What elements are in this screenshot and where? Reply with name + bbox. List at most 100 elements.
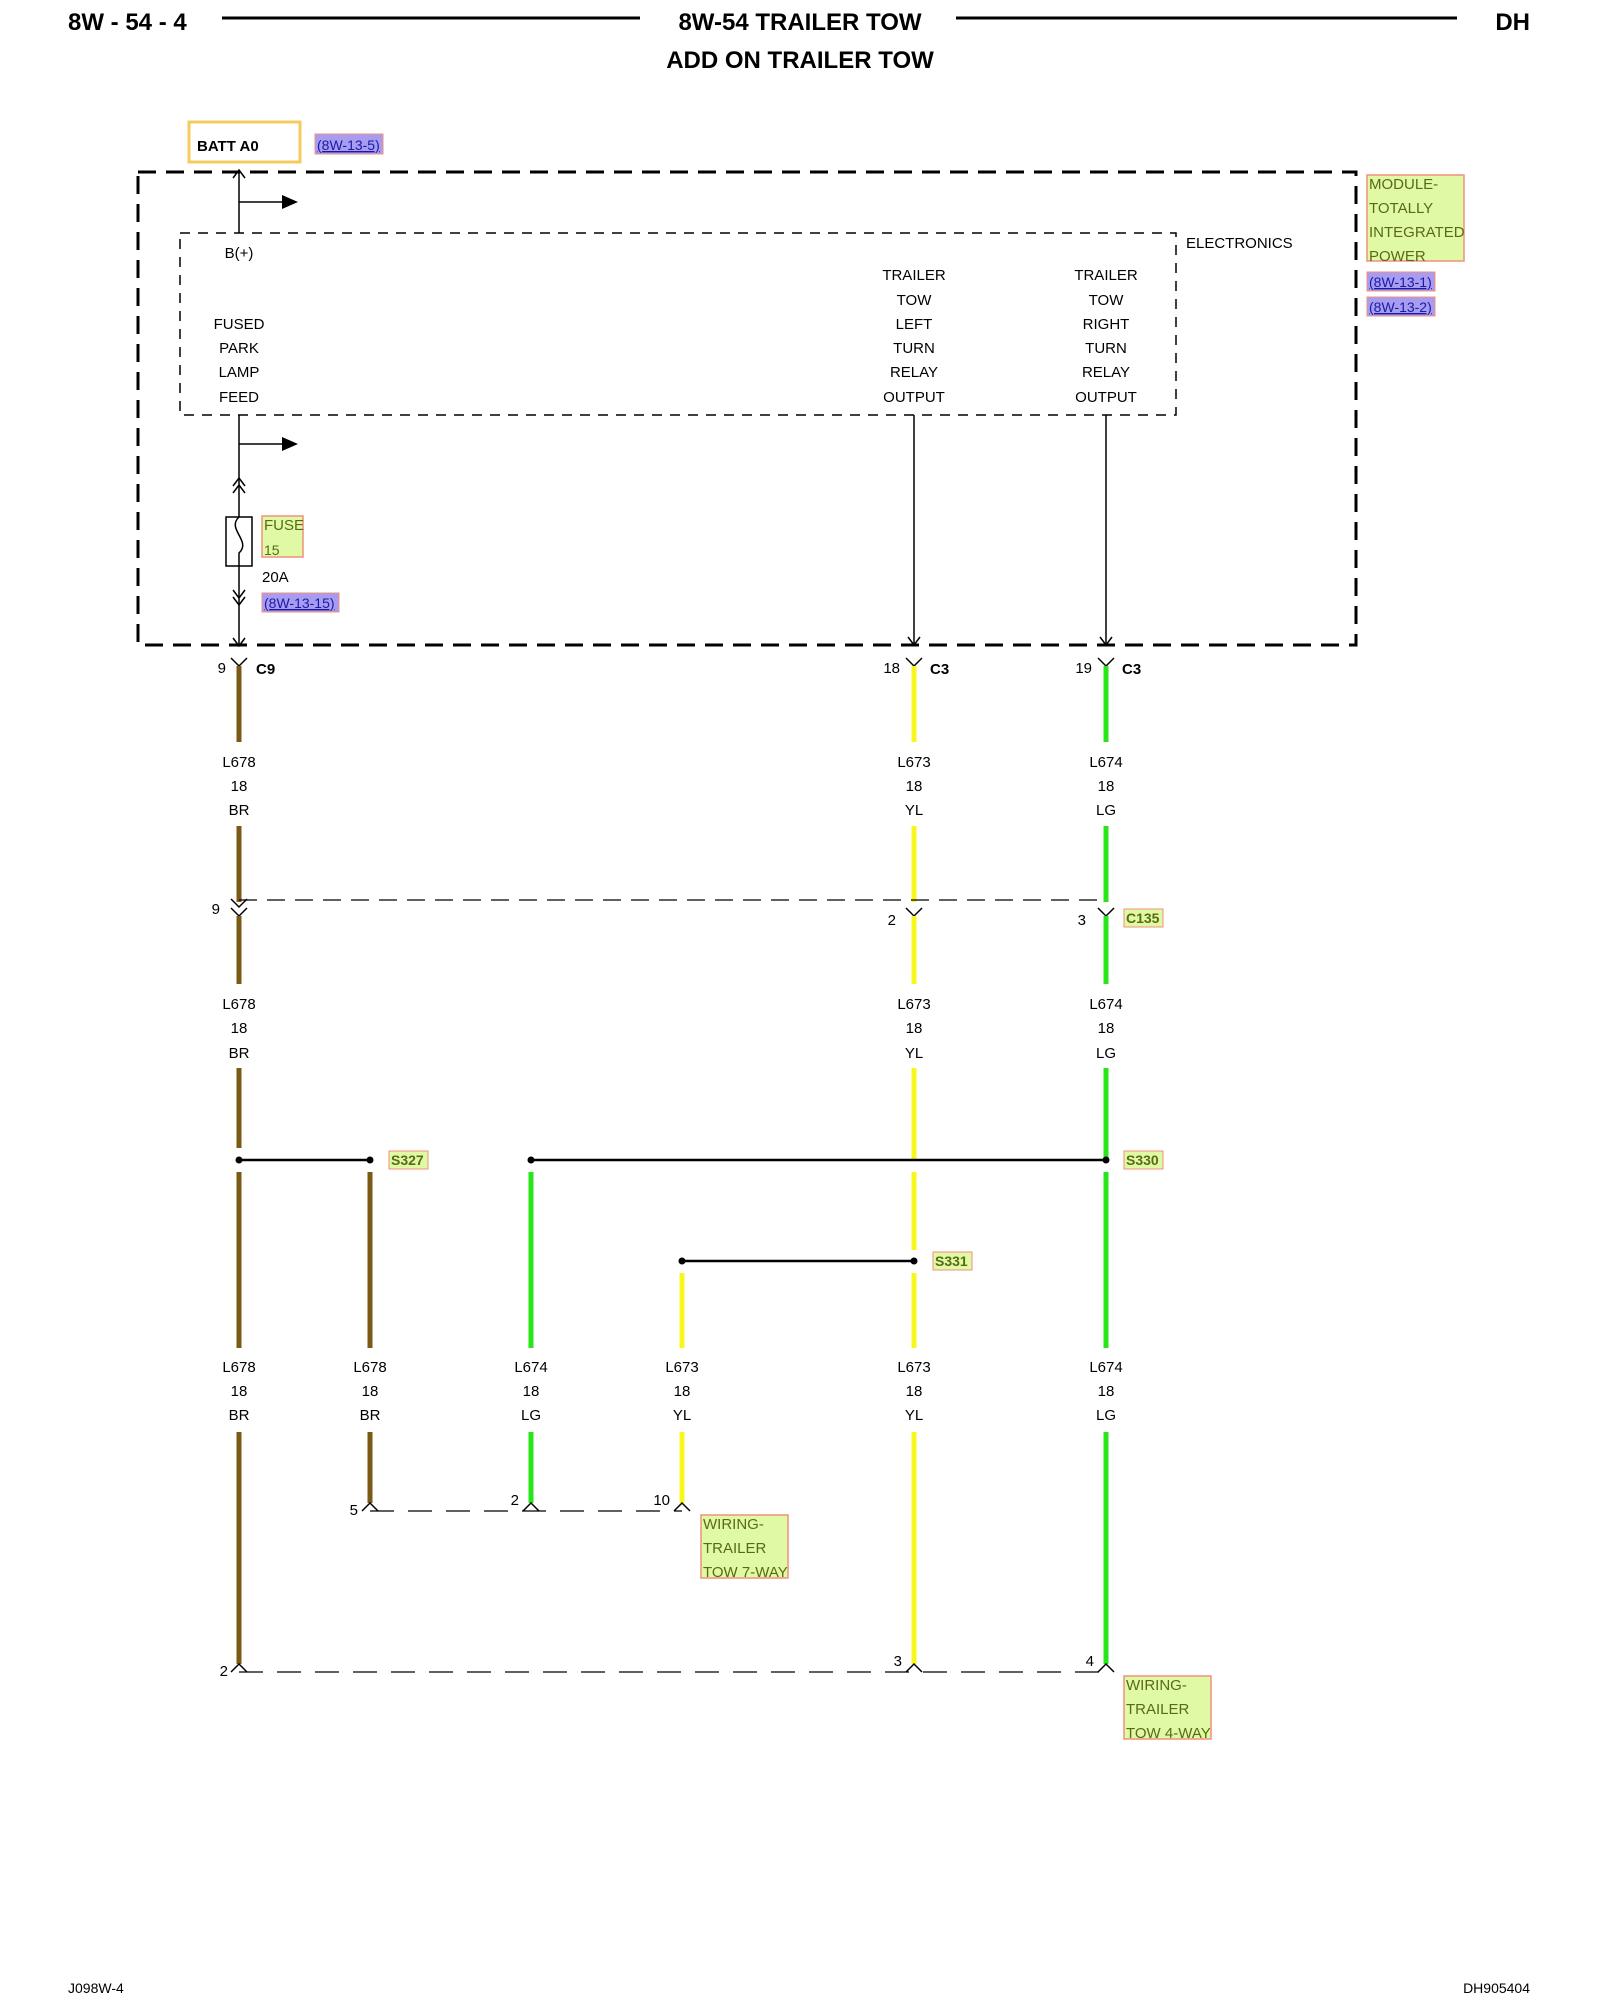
wire-br-mid-color: BR [229,1045,250,1062]
trailer-4way-pin-2: 3 [894,1653,902,1670]
left-output-line-2: TOW [897,292,933,309]
electronics-outline [179,232,1177,416]
connector-c135-icon [230,907,248,918]
wire-lg-low2-circuit: L674 [1089,1359,1122,1376]
trailer-7way-pin-3: 10 [653,1492,670,1509]
left-output-line-1: TRAILER [882,267,946,284]
wire-lg-mid-gauge: 18 [1098,1020,1115,1037]
batt-ref-box[interactable] [314,133,384,155]
wire-lg-top-color: LG [1096,802,1116,819]
wire-br-top-circuit: L678 [222,754,255,771]
fuse-name-line-1: FUSE [264,517,304,534]
right-output-line-1: TRAILER [1074,267,1138,284]
trailer-7way-pin-1: 5 [350,1502,358,1519]
trailer-7way-name-line-2: TRAILER [703,1540,767,1557]
left-output-line-6: OUTPUT [883,389,945,406]
model-code: DH [1495,9,1530,36]
wire-lg-low2-gauge: 18 [1098,1383,1115,1400]
splice-dot-icon [1102,1156,1110,1164]
trailer-7way-pin-2: 2 [511,1492,519,1509]
batt-ref[interactable]: (8W-13-5) [317,137,380,153]
c3-left-name: C3 [930,661,949,678]
feed-line-3: LAMP [219,364,260,381]
connector-4way-pin-icon [1097,1662,1115,1673]
module-name-box[interactable] [1366,174,1465,262]
fuse-element-icon [234,516,244,566]
wire-yl-top-color: YL [905,802,923,819]
wire-br-mid-gauge: 18 [231,1020,248,1037]
right-output-line-3: RIGHT [1083,316,1130,333]
splice-s331-box[interactable] [932,1251,973,1271]
batt-label: BATT A0 [197,138,259,155]
connector-7way-pin-icon [673,1501,691,1512]
module-ref-2-box[interactable] [1366,296,1436,317]
connector-7way-pin-icon [522,1501,540,1512]
connector-c135-icon [1097,907,1115,918]
fuse-ref[interactable]: (8W-13-15) [264,595,335,611]
chevron-down-icon [232,589,246,600]
chevron-down-icon [1099,636,1113,647]
splice-s330-box[interactable] [1123,1150,1164,1170]
arrow-right-icon [282,437,298,451]
splice-s330-label: S330 [1126,1152,1159,1168]
module-ref-1-box[interactable] [1366,271,1436,292]
wire-br-low1-circuit: L678 [222,1359,255,1376]
wire-yl-top-circuit: L673 [897,754,930,771]
splice-s327-box[interactable] [388,1150,429,1170]
splice-dot-icon [235,1156,243,1164]
splice-dot-icon [527,1156,535,1164]
page-title: 8W-54 TRAILER TOW [678,9,921,36]
c9-name: C9 [256,661,275,678]
module-ref-1[interactable]: (8W-13-1) [1369,274,1432,290]
fuse-name-box[interactable] [261,515,304,558]
wire-yl-mid-gauge: 18 [906,1020,923,1037]
footer-left-code: J098W-4 [68,1980,124,1996]
wire-yl-mid-color: YL [905,1045,923,1062]
wire-lg-low1-circuit: L674 [514,1359,547,1376]
connector-c3-right-icon [1097,657,1115,668]
connector-4way-pin-icon [230,1662,248,1673]
trailer-4way-name-line-2: TRAILER [1126,1701,1190,1718]
chevron-down-icon [232,596,246,607]
right-output-line-4: TURN [1085,340,1127,357]
arrow-right-icon [282,195,298,209]
connector-c9-icon [230,657,248,668]
wire-br-low1-gauge: 18 [231,1383,248,1400]
wire-yl-low2-circuit: L673 [897,1359,930,1376]
fuse-ref-box[interactable] [261,592,340,613]
trailer-7way-name-box[interactable] [700,1514,789,1579]
wire-yl-low1-circuit: L673 [665,1359,698,1376]
left-output-line-4: TURN [893,340,935,357]
feed-line-1: FUSED [214,316,265,333]
c135-pin-2: 2 [888,912,896,929]
trailer-4way-name-line-1: WIRING- [1126,1677,1187,1694]
wire-lg-low1-gauge: 18 [523,1383,540,1400]
c3-right-name: C3 [1122,661,1141,678]
trailer-4way-name-line-3: TOW 4-WAY [1126,1725,1211,1742]
electronics-label: ELECTRONICS [1186,235,1293,252]
page-number: 8W - 54 - 4 [68,9,187,36]
page-subtitle: ADD ON TRAILER TOW [666,47,934,74]
left-output-line-3: LEFT [896,316,933,333]
module-name-line-4: POWER [1369,248,1426,265]
wire-yl-mid-circuit: L673 [897,996,930,1013]
bplus-label: B(+) [225,245,254,262]
fuse-rating: 20A [262,569,289,586]
wire-lg-top-circuit: L674 [1089,754,1122,771]
c135-pin-1: 9 [212,901,220,918]
c135-name-box[interactable] [1123,908,1164,928]
batt-box [187,120,302,164]
connector-7way-pin-icon [361,1501,379,1512]
module-ref-2[interactable]: (8W-13-2) [1369,299,1432,315]
trailer-4way-pin-3: 4 [1086,1653,1094,1670]
trailer-4way-name-box[interactable] [1123,1675,1212,1740]
wire-lg-mid-circuit: L674 [1089,996,1122,1013]
c9-pin: 9 [218,660,226,677]
chevron-up-icon [232,476,246,487]
chevron-down-icon [232,637,246,648]
connector-c135-icon [905,907,923,918]
wire-br-low1-color: BR [229,1407,250,1424]
wire-lg-low2-color: LG [1096,1407,1116,1424]
right-output-line-6: OUTPUT [1075,389,1137,406]
